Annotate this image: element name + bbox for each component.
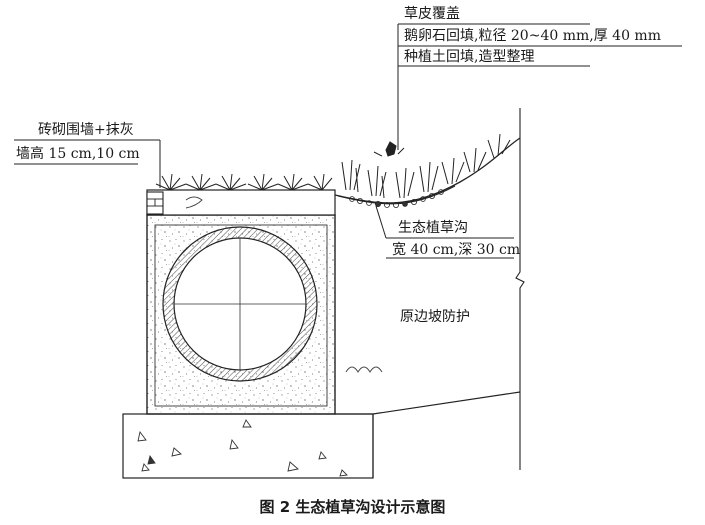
grass-cover (155, 133, 511, 199)
wall-top-slab (146, 189, 336, 216)
label-slope-protection: 原边坡防护 (400, 309, 470, 325)
label-swale-size: 宽 40 cm,深 30 cm (392, 242, 521, 258)
pebble-layer (337, 185, 456, 208)
figure-caption: 图 2 生态植草沟设计示意图 (259, 498, 446, 516)
brick-wall (146, 191, 164, 215)
drain-pipe (162, 226, 318, 382)
label-brick-wall-height: 墙高 15 cm,10 cm (16, 146, 140, 162)
label-swale-name: 生态植草沟 (398, 220, 468, 236)
label-brick-wall-title: 砖砌围墙+抹灰 (38, 122, 134, 138)
label-soil-backfill: 种植土回填,造型整理 (404, 49, 535, 65)
label-grass-cover: 草皮覆盖 (404, 6, 460, 22)
foundation-base (122, 413, 374, 479)
leader-lines (14, 23, 682, 259)
label-pebble-backfill: 鹅卵石回填,粒径 20~40 mm,厚 40 mm (404, 28, 661, 44)
